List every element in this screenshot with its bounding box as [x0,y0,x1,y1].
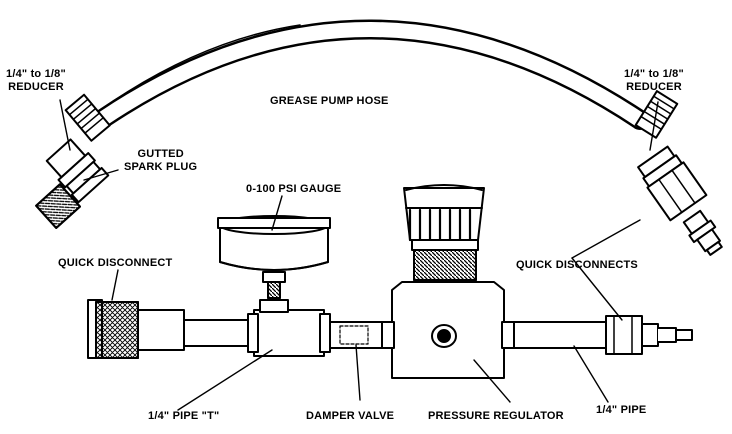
label-quick-disconnect: QUICK DISCONNECT [58,257,173,269]
leader-lines [59,99,659,411]
label-reducer-right: 1/4" to 1/8" REDUCER [624,68,684,94]
label-grease-pump-hose: GREASE PUMP HOSE [270,95,389,107]
label-reducer-left-size: 1/4" to 1/8" [6,68,66,80]
label-pressure-regulator: PRESSURE REGULATOR [428,410,564,422]
left-quick-disconnect [87,299,185,359]
label-spark-line2: SPARK PLUG [124,161,198,173]
damper-valve [329,321,383,349]
psi-gauge [217,215,331,299]
right-quick-disconnect-body [605,315,693,355]
label-psi-gauge: 0-100 PSI GAUGE [246,183,342,195]
label-pipe: 1/4" PIPE [596,404,647,416]
label-gutted-spark-plug: GUTTED SPARK PLUG [124,148,197,174]
label-reducer-left: 1/4" to 1/8" REDUCER [6,68,66,94]
pressure-regulator [381,184,515,379]
grease-pump-hose [94,19,650,130]
left-reducer [45,138,110,204]
left-pipe-nipple [183,319,255,347]
hose-collar-left [64,93,111,142]
label-damper-valve: DAMPER VALVE [306,410,395,422]
pipe-tee [247,299,331,357]
gutted-spark-plug [35,183,81,230]
label-pipe-tee: 1/4" PIPE "T" [148,410,220,422]
label-reducer-left-name: REDUCER [8,81,64,93]
right-pipe [513,321,607,349]
label-quick-disconnects: QUICK DISCONNECTS [516,259,638,271]
right-reducer [637,145,708,222]
label-reducer-right-size: 1/4" to 1/8" [624,68,684,80]
label-reducer-right-name: REDUCER [626,81,682,93]
right-quick-disconnect-nipple [682,209,723,256]
label-spark-line1: GUTTED [137,148,184,160]
